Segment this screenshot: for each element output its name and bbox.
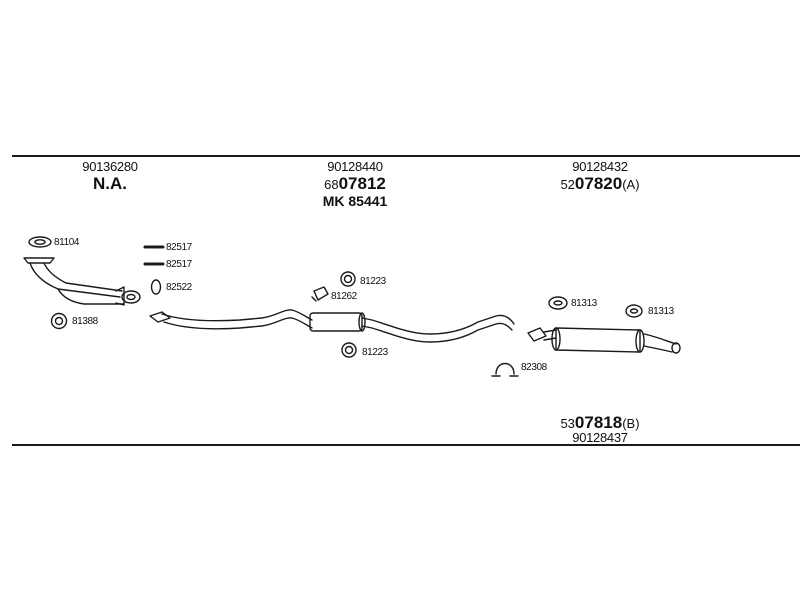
ring-81223-icon — [341, 342, 357, 358]
top-rule — [12, 155, 800, 157]
gasket-81104-icon — [28, 236, 52, 248]
part-label: 82517 — [166, 242, 192, 253]
part-label: 82517 — [166, 259, 192, 270]
part-code: 90128440 — [327, 159, 383, 174]
front-section-icon — [149, 309, 515, 343]
ring-81223-icon — [340, 271, 356, 287]
part-label: 81223 — [362, 347, 388, 358]
clamp-82308-icon — [491, 362, 519, 377]
part-label: 81313 — [648, 306, 674, 317]
part-sub-code: MK 85441 — [322, 193, 388, 209]
clamp-81262-icon — [311, 286, 329, 302]
part-number: N.A. — [93, 174, 127, 193]
column-header-3: 90128432 5207820(A) — [545, 160, 655, 192]
column-header-1: 90136280 N.A. — [70, 160, 150, 192]
front-pipe-icon — [23, 257, 141, 306]
bottom-rule — [12, 444, 800, 446]
rear-section-icon — [527, 327, 681, 354]
part-label: 81313 — [571, 298, 597, 309]
part-label: 81223 — [360, 276, 386, 287]
bottom-header: 5307818(B) 90128437 — [540, 412, 660, 444]
part-label: 81388 — [72, 316, 98, 327]
gasket-82522-icon — [150, 279, 162, 295]
column-header-2: 90128440 6807812 MK 85441 — [300, 160, 410, 208]
part-label: 82522 — [166, 282, 192, 293]
ring-81388-icon — [50, 312, 68, 330]
part-code: 90128432 — [572, 159, 628, 174]
part-number: 5207820(A) — [560, 174, 640, 193]
part-code: 90128437 — [572, 430, 628, 445]
part-number: 5307818(B) — [560, 413, 640, 432]
mount-81313-icon — [548, 296, 568, 310]
part-code: 90136280 — [82, 159, 138, 174]
mount-81313-icon — [625, 304, 643, 318]
part-number: 6807812 — [324, 174, 386, 193]
part-label: 81104 — [54, 237, 80, 248]
part-label: 81262 — [331, 291, 357, 302]
part-label: 82308 — [521, 362, 547, 373]
